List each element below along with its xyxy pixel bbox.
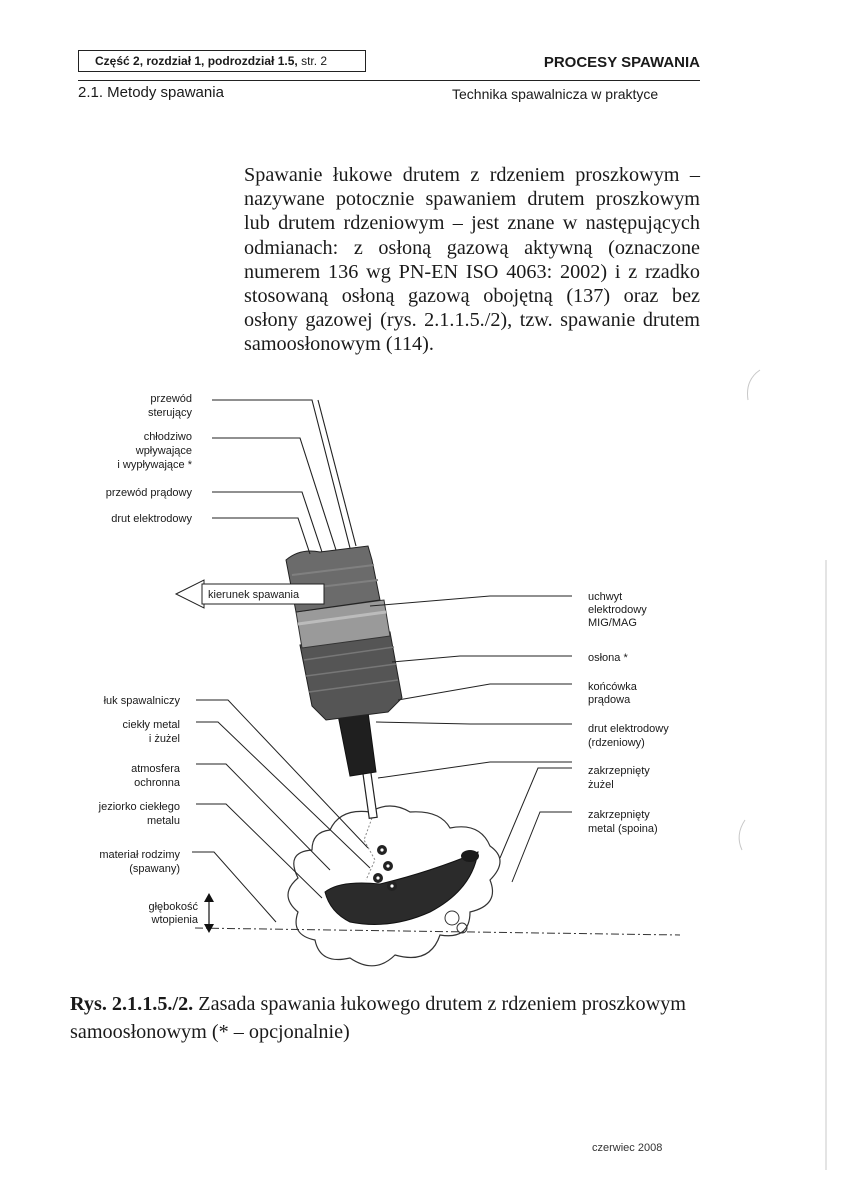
chapter-title: 2.1. Metody spawania [78, 84, 224, 101]
contact-tip [337, 711, 377, 777]
label-pool-2: metalu [147, 815, 180, 827]
slag-nodule [461, 850, 479, 862]
label-weld-metal-2: metal (spoina) [588, 823, 658, 835]
label-cored-wire-1: drut elektrodowy [588, 723, 669, 735]
label-coolant-1: chłodziwo [144, 431, 192, 443]
ring-highlight [297, 610, 387, 626]
penetration-depth-arrow [204, 893, 214, 933]
book-title: Technika spawalnicza w praktyce [452, 86, 659, 102]
label-weld-metal-1: zakrzepnięty [588, 809, 650, 821]
page-title: PROCESY SPAWANIA [543, 54, 700, 71]
label-control-cable-2: sterujący [148, 407, 193, 419]
label-slag-1: zakrzepnięty [588, 765, 650, 777]
label-shield: osłona * [588, 652, 628, 664]
leaders-bottom-left [192, 699, 371, 923]
svg-text:drut elektrodowy(rdzeniowy): drut elektrodowy (rdzeniowy) [588, 723, 669, 749]
caption-text: Zasada spawania łukowego drutem z rdzeni… [70, 993, 686, 1043]
small-bubbles [444, 910, 468, 934]
labels-top-left: przewód sterujący chłodziwo wpływające i wy… [106, 393, 193, 525]
label-base-material-2: (spawany) [129, 863, 180, 875]
label-liquid-metal-1: ciekły metal [123, 719, 180, 731]
label-slag-2: żużel [588, 779, 614, 791]
label-coolant-3: i wypływające * [117, 459, 192, 471]
label-penetration-2: wtopienia [151, 914, 199, 926]
label-power-cable: przewód prądowy [106, 487, 193, 499]
welding-direction-arrow: kierunek spawania [174, 579, 325, 609]
label-atmosphere-1: atmosfera [131, 763, 181, 775]
nozzle-shading [303, 646, 399, 693]
direction-label: kierunek spawania [208, 589, 300, 601]
scan-artifact [738, 819, 746, 851]
gas-nozzle [299, 631, 403, 721]
label-holder-2: elektrodowy [588, 604, 647, 616]
label-atmosphere-2: ochronna [134, 777, 181, 789]
label-liquid-metal-2: i żużel [149, 733, 180, 745]
label-holder-1: uchwyt [588, 591, 622, 603]
body-paragraph: Spawanie łukowe drutem z rdzeniem proszk… [244, 164, 700, 356]
base-material-line [194, 927, 681, 936]
pool-highlight [349, 861, 421, 881]
label-penetration-1: głębokość [148, 901, 198, 913]
scan-artifact [747, 369, 761, 401]
label-contact-tip-2: prądowa [588, 694, 631, 706]
metal-droplets [373, 845, 397, 891]
label-control-cable-1: przewód [150, 393, 192, 405]
label-cored-wire-2: (rdzeniowy) [588, 737, 645, 749]
leaders-right [369, 595, 572, 883]
footer-date: czerwiec 2008 [592, 1142, 663, 1154]
page-reference: str. 2 [301, 54, 328, 68]
label-pool-1: jeziorko ciekłego [98, 801, 180, 813]
section-reference-box: Część 2, rozdział 1, podrozdział 1.5, st… [78, 50, 366, 72]
label-coolant-2: wpływające [135, 445, 192, 457]
weld-bead [324, 851, 479, 925]
cables [212, 399, 357, 555]
label-electrode-wire: drut elektrodowy [111, 513, 192, 525]
section-reference: Część 2, rozdział 1, podrozdział 1.5, [95, 54, 298, 68]
labels-bottom-left: łuk spawalniczy ciekły metal i żużel atmo… [98, 695, 199, 926]
arc-path [363, 817, 376, 881]
label-arc: łuk spawalniczy [104, 695, 181, 707]
label-holder-3: MIG/MAG [588, 617, 637, 629]
label-contact-tip-1: końcówka [588, 681, 638, 693]
svg-text:materiał rodzimy(spawany): materiał rodzimy (spawany) [99, 849, 180, 875]
figure-caption: Rys. 2.1.1.5./2. Zasada spawania łukoweg… [70, 990, 706, 1046]
label-base-material-1: materiał rodzimy [99, 849, 180, 861]
caption-label: Rys. 2.1.1.5./2. [70, 993, 194, 1015]
header-rule [78, 80, 700, 81]
